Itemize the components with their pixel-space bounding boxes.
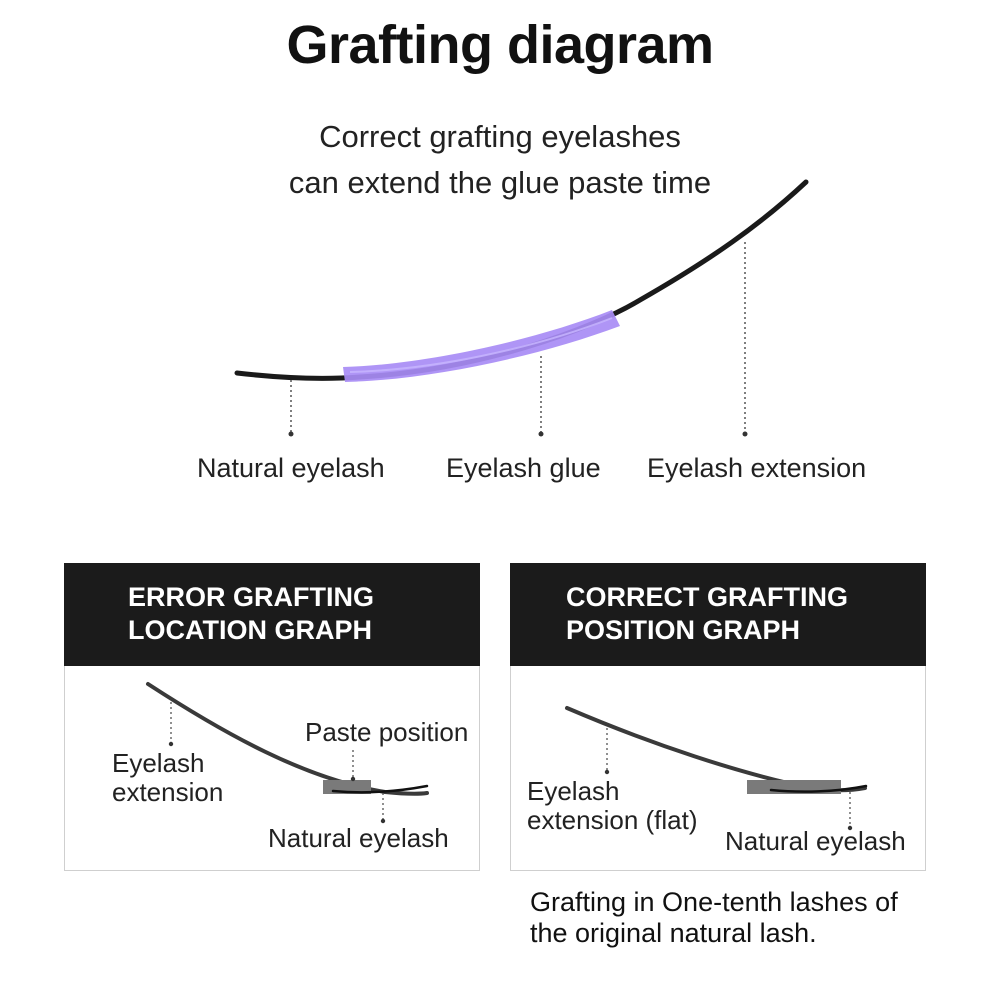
eyelash-extension-dot — [742, 431, 748, 437]
error-natural-lash — [331, 784, 429, 794]
natural-eyelash-dot — [288, 431, 294, 437]
label-eyelash-extension: Eyelash extension — [647, 453, 867, 483]
glue-highlight — [349, 317, 613, 373]
correct-extension-dot — [604, 769, 610, 775]
label-eyelash-glue: Eyelash glue — [446, 453, 601, 483]
correct-lash-illustration — [565, 706, 868, 831]
label-natural-eyelash: Natural eyelash — [197, 453, 385, 483]
error-natural-eyelash-label: Natural eyelash — [268, 823, 449, 853]
paste-position-dot — [350, 776, 356, 782]
error-grafting-panel: ERROR GRAFTING LOCATION GRAPH Paste posi… — [64, 563, 480, 871]
main-lash-diagram — [234, 179, 809, 437]
correct-panel-header: CORRECT GRAFTING POSITION GRAPH — [510, 563, 926, 666]
correct-natural-eyelash-label: Natural eyelash — [725, 826, 906, 856]
error-lash-illustration — [146, 682, 429, 824]
error-natural-dot — [380, 818, 386, 824]
eyelash-glue-band — [343, 310, 620, 382]
correct-grafting-panel: CORRECT GRAFTING POSITION GRAPH Eyelash … — [510, 563, 926, 871]
subtitle: Correct grafting eyelashes can extend th… — [0, 114, 1000, 206]
eyelash-glue-dot — [538, 431, 544, 437]
correct-eyelash-extension-label: Eyelash extension (flat) — [527, 776, 698, 835]
error-extension-dot — [168, 741, 174, 747]
correct-natural-dot — [847, 825, 853, 831]
correct-natural-lash — [769, 784, 868, 793]
error-panel-header: ERROR GRAFTING LOCATION GRAPH — [64, 563, 480, 666]
grafting-note: Grafting in One-tenth lashes of the orig… — [530, 887, 898, 948]
page-title: Grafting diagram — [286, 15, 714, 75]
error-panel-title: ERROR GRAFTING LOCATION GRAPH — [128, 582, 374, 645]
error-eyelash-extension-label: Eyelash extension — [112, 748, 224, 807]
correct-panel-title: CORRECT GRAFTING POSITION GRAPH — [566, 582, 848, 645]
subtitle-line-1: Correct grafting eyelashes — [319, 119, 681, 154]
error-paste-position-label: Paste position — [305, 717, 469, 747]
subtitle-line-2: can extend the glue paste time — [288, 165, 712, 200]
